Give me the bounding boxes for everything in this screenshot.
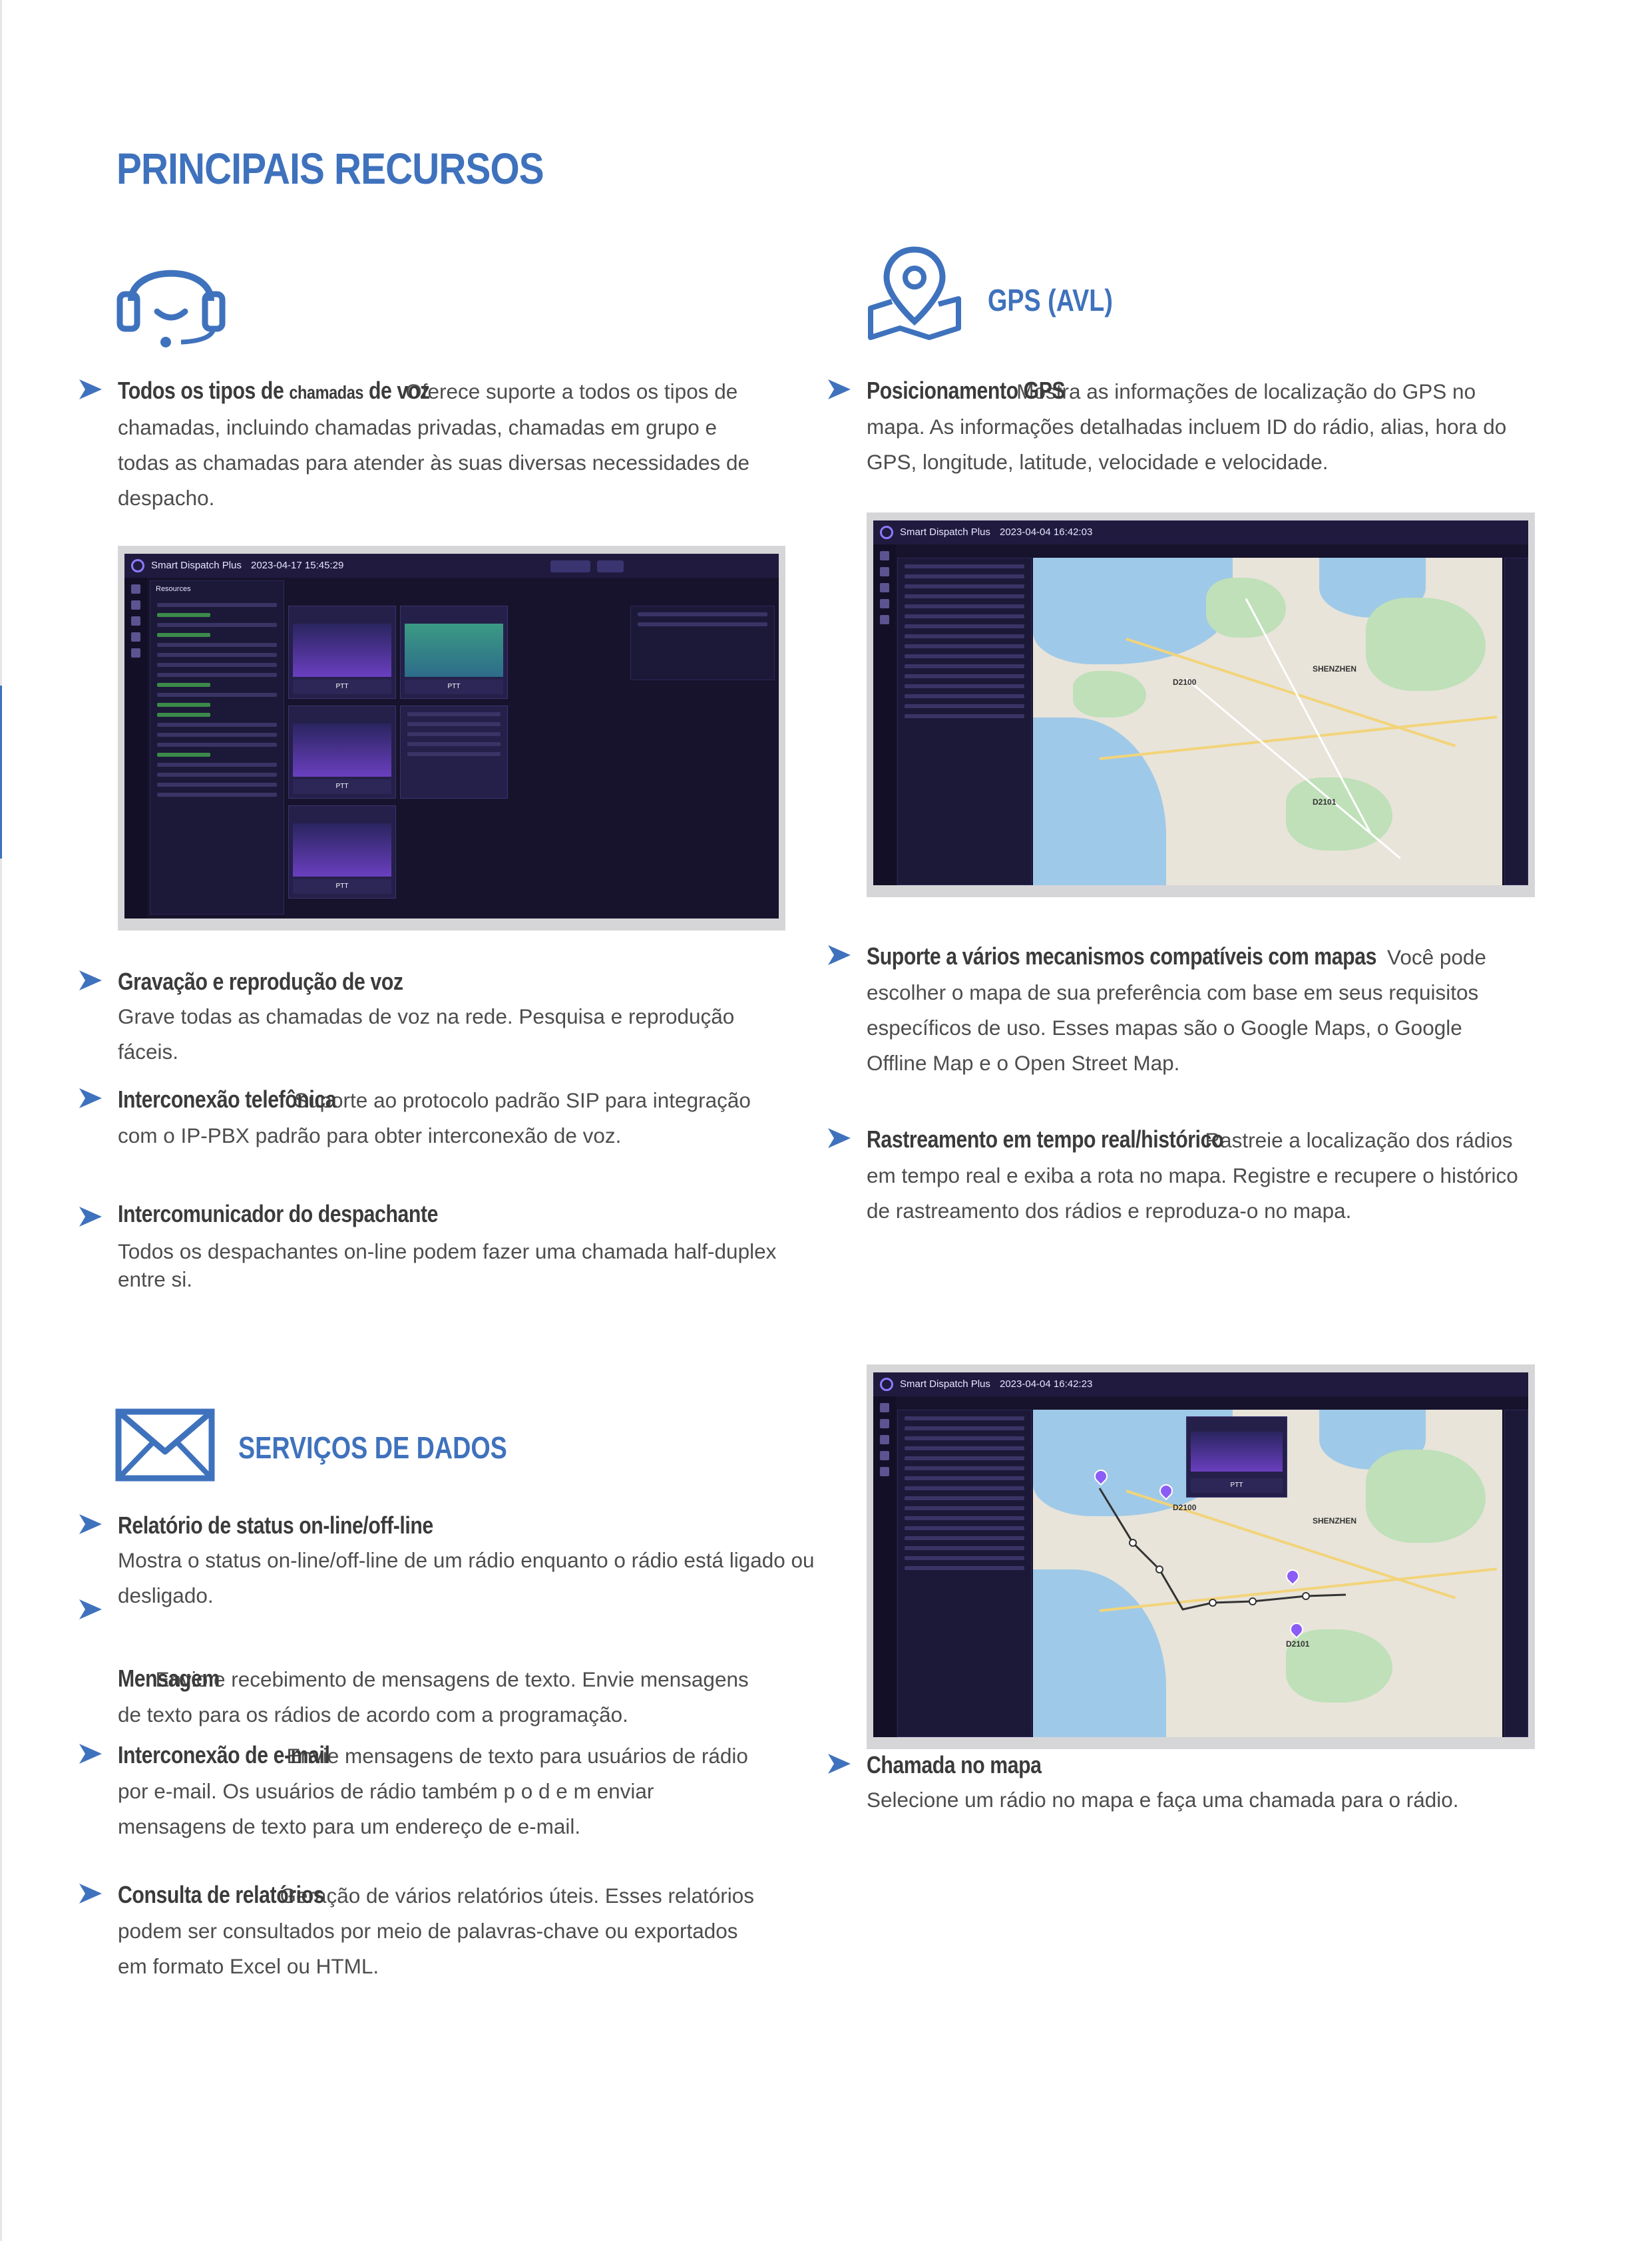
feature-gps-positioning: Posicionamento GPS Mostra as informações…: [828, 373, 1526, 480]
feature-text: Geração de vários relatórios úteis. Esse…: [118, 1884, 755, 1978]
map-view[interactable]: D2100 D2101 SHENZHEN: [1033, 558, 1502, 885]
feature-text: Todos os despachantes on-line podem faze…: [118, 1239, 777, 1291]
feature-heading: Gravação e reprodução de voz: [118, 968, 403, 995]
map-label: SHENZHEN: [1313, 1516, 1357, 1526]
channel-card: PTT: [288, 706, 396, 799]
app-date: 2023-04-04 16:42:23: [1000, 1378, 1093, 1390]
feature-realtime-tracking: Rastreamento em tempo real/histórico Ras…: [828, 1121, 1526, 1229]
app-left-toolbar: [124, 578, 147, 918]
arrow-bullet-icon: [828, 379, 851, 399]
arrow-bullet-icon: [828, 1754, 851, 1774]
channel-card: PTT: [288, 606, 396, 699]
app-topbar: Smart Dispatch Plus 2023-04-17 15:45:29: [124, 554, 779, 578]
dispatch-console-screenshot: Smart Dispatch Plus 2023-04-17 15:45:29 …: [118, 546, 785, 930]
map-label: SHENZHEN: [1313, 664, 1357, 674]
call-record-panel: [630, 606, 775, 680]
app-date: 2023-04-04 16:42:03: [1000, 526, 1093, 538]
resources-panel: [897, 1410, 1032, 1737]
feature-heading: Relatório de status on-line/off-line: [118, 1512, 433, 1539]
app-topbar: Smart Dispatch Plus 2023-04-04 16:42:23: [873, 1372, 1528, 1396]
feature-dispatcher-intercom: Intercomunicador do despachante Todos os…: [79, 1200, 783, 1293]
right-tool-strip: [1504, 1410, 1528, 1737]
arrow-bullet-icon: [79, 1744, 102, 1764]
channel-card: PTT: [288, 805, 396, 899]
map-call-screenshot: Smart Dispatch Plus 2023-04-04 16:42:23: [867, 1364, 1535, 1749]
map-label: D2100: [1173, 678, 1197, 687]
feature-heading: Interconexão de e-mail: [118, 1741, 330, 1768]
feature-text: Você pode escolher o mapa de sua preferê…: [867, 945, 1486, 1075]
arrow-bullet-icon: [79, 1088, 102, 1108]
feature-heading: Intercomunicador do despachante: [118, 1200, 439, 1227]
gps-section-title: GPS (AVL): [988, 283, 1113, 317]
feature-map-call: Chamada no mapa Selecione um rádio no ma…: [828, 1747, 1526, 1818]
app-title: Smart Dispatch Plus: [900, 526, 990, 538]
arrow-bullet-icon: [79, 1207, 102, 1227]
gps-map-screenshot: Smart Dispatch Plus 2023-04-04 16:42:03 …: [867, 512, 1535, 897]
channel-card: [400, 706, 508, 799]
app-logo-icon: [131, 559, 144, 572]
headset-icon: [116, 270, 226, 347]
app-logo-icon: [880, 1378, 893, 1391]
feature-text: Mostra as informações de localização do …: [867, 379, 1507, 474]
feature-heading: Interconexão telefônica: [118, 1086, 337, 1113]
page-edge: [0, 0, 2, 2241]
feature-heading: Todos os tipos de chamadas de voz: [118, 377, 430, 404]
feature-text: Selecione um rádio no mapa e faça uma ch…: [867, 1788, 1459, 1812]
feature-text: Envio e recebimento de mensagens de text…: [118, 1667, 749, 1727]
feature-text: Grave todas as chamadas de voz na rede. …: [118, 1004, 735, 1064]
app-title: Smart Dispatch Plus: [151, 560, 242, 571]
map-view[interactable]: D2100 D2101 SHENZHEN PTT: [1033, 1410, 1502, 1737]
feature-heading: Suporte a vários mecanismos compatíveis …: [867, 942, 1376, 970]
track-route: [1098, 1488, 1346, 1611]
feature-telephone-interconnect: Interconexão telefônica Suporte ao proto…: [79, 1082, 757, 1153]
feature-heading: Chamada no mapa: [867, 1751, 1042, 1778]
channel-card: PTT: [400, 606, 508, 699]
app-left-toolbar: [873, 1396, 896, 1737]
feature-voice-recording: Gravação e reprodução de voz Grave todas…: [79, 964, 783, 1070]
app-title: Smart Dispatch Plus: [900, 1378, 990, 1390]
feature-text: Suporte ao protocolo padrão SIP para int…: [118, 1088, 751, 1147]
feature-text: Rastreie a localização dos rádios em tem…: [867, 1128, 1518, 1223]
feature-text: Mostra o status on-line/off-line de um r…: [118, 1548, 815, 1607]
app-logo-icon: [880, 526, 893, 539]
feature-all-call-types: Todos os tipos de chamadas de voz Oferec…: [79, 373, 757, 516]
page-title: PRINCIPAIS RECURSOS: [116, 144, 544, 193]
feature-text: Envie mensagens de texto para usuários d…: [118, 1744, 748, 1838]
resources-panel: [897, 558, 1032, 885]
map-call-popup[interactable]: PTT: [1186, 1416, 1287, 1498]
app-left-toolbar: [873, 544, 896, 885]
map-label: D2101: [1286, 1639, 1310, 1649]
arrow-bullet-icon: [79, 379, 102, 399]
map-label: D2101: [1313, 797, 1337, 807]
arrow-bullet-icon: [828, 1128, 851, 1148]
feature-heading: Mensagem: [118, 1665, 220, 1692]
feature-heading: Consulta de relatórios: [118, 1881, 325, 1908]
feature-heading: Posicionamento GPS: [867, 377, 1066, 404]
arrow-bullet-icon: [79, 970, 102, 990]
feature-heading: Rastreamento em tempo real/histórico: [867, 1125, 1224, 1153]
map-pin-icon: [868, 246, 961, 340]
feature-text: Oferece suporte a todos os tipos de cham…: [118, 379, 750, 510]
arrow-bullet-icon: [79, 1884, 102, 1904]
feature-email-interconnect: Interconexão de e-mail Envie mensagens d…: [79, 1737, 757, 1844]
map-label: D2100: [1173, 1503, 1197, 1512]
app-topbar: Smart Dispatch Plus 2023-04-04 16:42:03: [873, 520, 1528, 544]
arrow-bullet-icon: [79, 1514, 102, 1534]
feature-report-query: Consulta de relatórios Geração de vários…: [79, 1877, 757, 1984]
arrow-bullet-icon: [79, 1599, 102, 1619]
page-edge-accent: [0, 686, 2, 859]
right-tool-strip: [1504, 558, 1528, 885]
data-services-title: SERVIÇOS DE DADOS: [238, 1430, 507, 1465]
resources-panel: Resources: [150, 580, 284, 915]
app-date: 2023-04-17 15:45:29: [251, 560, 344, 571]
feature-messaging: Mensagem Envio e recebimento de mensagen…: [79, 1599, 757, 1732]
feature-status-report: Relatório de status on-line/off-line Mos…: [79, 1508, 837, 1613]
resources-panel-title: Resources: [156, 585, 191, 593]
envelope-icon: [115, 1408, 215, 1482]
arrow-bullet-icon: [828, 945, 851, 965]
feature-map-engines: Suporte a vários mecanismos compatíveis …: [828, 938, 1526, 1081]
